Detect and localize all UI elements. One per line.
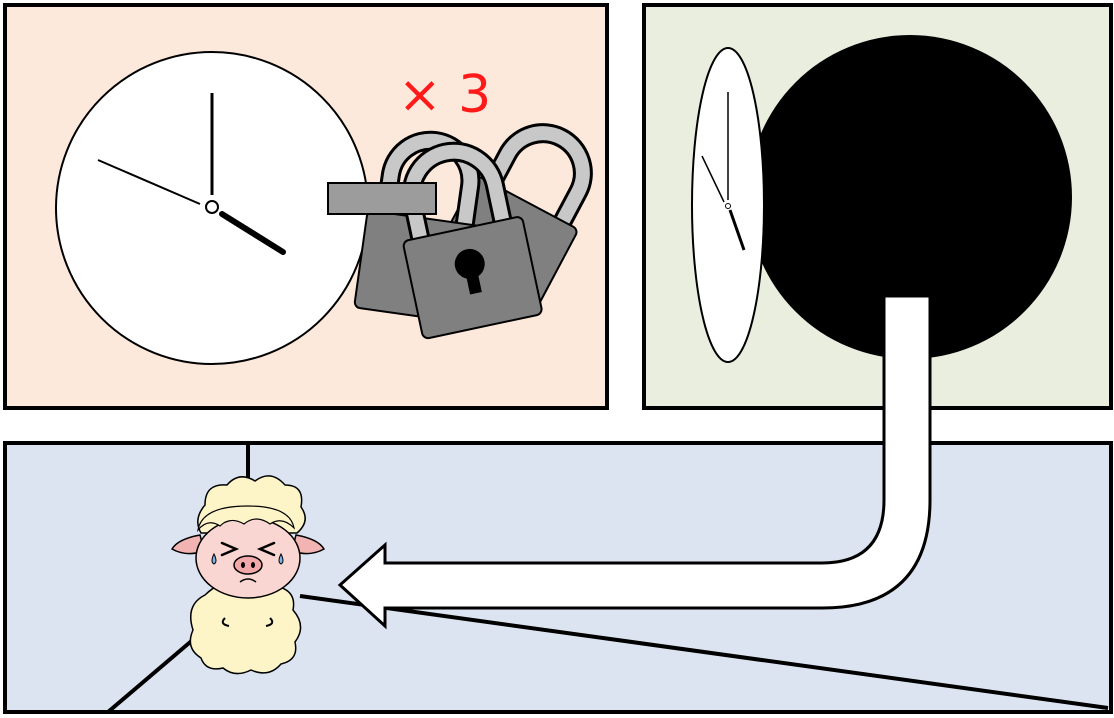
clock-second-hand <box>97 159 201 205</box>
padlock-bar <box>327 182 437 215</box>
clock-panel: × 3 <box>3 3 609 410</box>
crying-sheep-icon <box>170 475 326 675</box>
padlock-icon <box>327 123 593 340</box>
black-hole-icon <box>748 35 1072 359</box>
room-floor-line-left <box>106 636 197 714</box>
hole-panel <box>642 3 1113 410</box>
room-floor-line-right <box>299 594 1109 710</box>
clock-icon <box>55 51 369 365</box>
clock-center-pin <box>205 200 219 214</box>
clock-hour-hand <box>219 211 286 255</box>
tilted-clock-icon <box>691 47 765 363</box>
multiplier-label: × 3 <box>398 65 491 125</box>
curved-arrow-icon <box>337 294 932 630</box>
